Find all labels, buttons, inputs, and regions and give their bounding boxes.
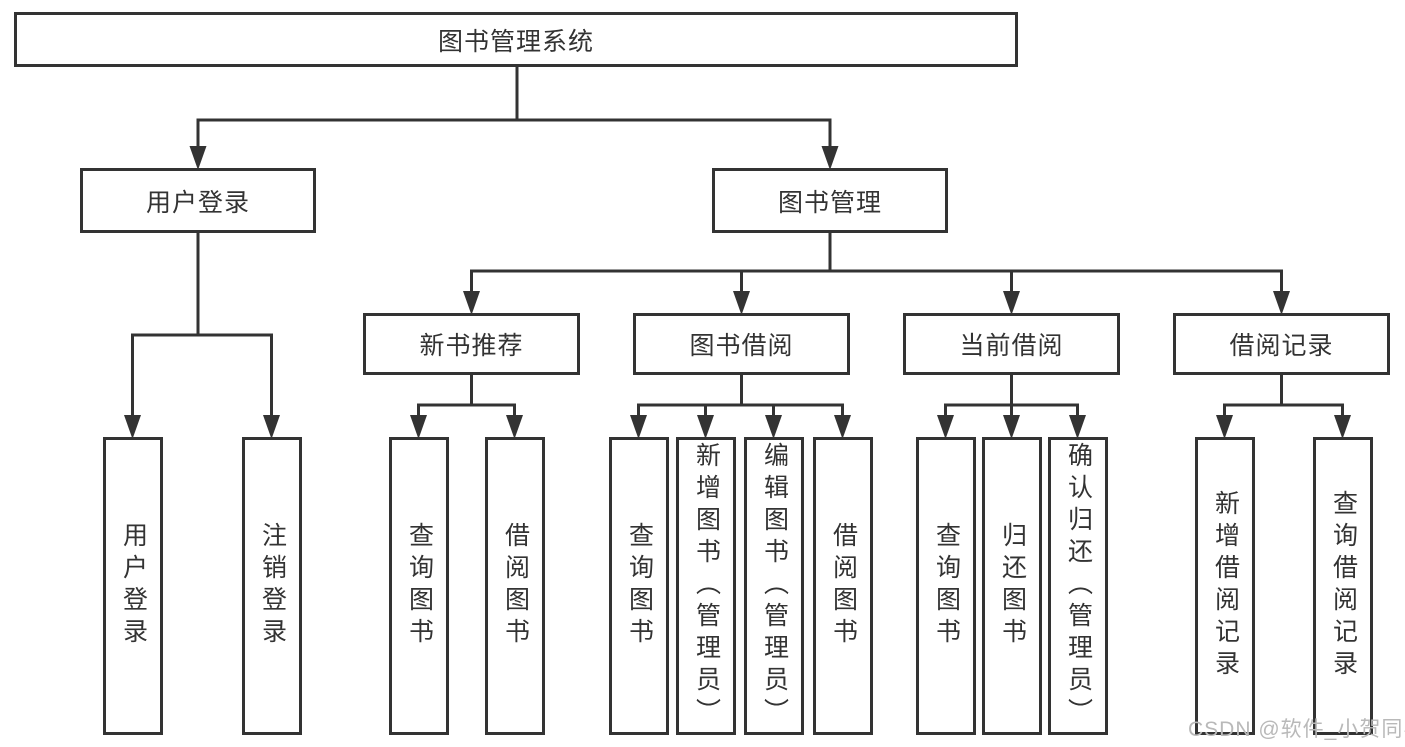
leaf-query-borrow-record-label: 查询借阅记录: [1329, 490, 1358, 682]
arrowhead-l3-1: [463, 291, 480, 315]
node-borrow-records: 借阅记录: [1173, 313, 1390, 375]
leaf-edit-books-admin-label: 编辑图书（管理员）: [760, 442, 789, 730]
arrowhead-g3c4: [834, 415, 851, 439]
arrowhead-l3-2: [733, 291, 750, 315]
arrowhead-leaf-login: [124, 415, 141, 439]
node-user-login: 用户登录: [80, 168, 316, 233]
leaf-query-books-current: 查询图书: [916, 437, 976, 735]
leaf-query-borrow-record: 查询借阅记录: [1313, 437, 1373, 735]
arrowhead-g5c1: [1216, 415, 1233, 439]
leaf-query-books-recommend-label: 查询图书: [405, 522, 434, 650]
arrowhead-g3c2: [697, 415, 714, 439]
leaf-add-books-admin: 新增图书（管理员）: [676, 437, 736, 735]
csdn-watermark: CSDN @软件_小贺同学: [1188, 718, 1405, 741]
arrowhead-g5c2: [1334, 415, 1351, 439]
leaf-logout-label: 注销登录: [258, 522, 287, 650]
arrowhead-g3c1: [630, 415, 647, 439]
leaf-borrow-books-recommend: 借阅图书: [485, 437, 545, 735]
arrowhead-l3-3: [1003, 291, 1020, 315]
leaf-logout: 注销登录: [242, 437, 302, 735]
leaf-edit-books-admin: 编辑图书（管理员）: [744, 437, 804, 735]
arrowhead-leaf-logout: [263, 415, 280, 439]
arrowhead-g3c3: [765, 415, 782, 439]
leaf-query-books-borrow-label: 查询图书: [625, 522, 654, 650]
leaf-borrow-books-recommend-label: 借阅图书: [501, 522, 530, 650]
arrowhead-user-login: [189, 146, 207, 170]
leaf-add-books-admin-label: 新增图书（管理员）: [692, 442, 721, 730]
leaf-confirm-return-admin: 确认归还（管理员）: [1048, 437, 1108, 735]
leaf-query-books-borrow: 查询图书: [609, 437, 669, 735]
node-book-borrow: 图书借阅: [633, 313, 850, 375]
arrowhead-g2c2: [506, 415, 523, 439]
leaf-add-borrow-record: 新增借阅记录: [1195, 437, 1255, 735]
leaf-user-login: 用户登录: [103, 437, 163, 735]
arrowhead-g2c1: [410, 415, 427, 439]
arrowhead-book-mgmt: [821, 146, 839, 170]
node-book-management: 图书管理: [712, 168, 948, 233]
arrowhead-g4c1: [937, 415, 954, 439]
leaf-borrow-books-label: 借阅图书: [829, 522, 858, 650]
leaf-return-books: 归还图书: [982, 437, 1042, 735]
arrowhead-l3-4: [1273, 291, 1290, 315]
leaf-confirm-return-admin-label: 确认归还（管理员）: [1064, 442, 1093, 730]
node-new-book-recommend: 新书推荐: [363, 313, 580, 375]
leaf-query-books-current-label: 查询图书: [932, 522, 961, 650]
leaf-borrow-books: 借阅图书: [813, 437, 873, 735]
leaf-query-books-recommend: 查询图书: [389, 437, 449, 735]
leaf-add-borrow-record-label: 新增借阅记录: [1211, 490, 1240, 682]
arrowhead-g4c3: [1069, 415, 1086, 439]
arrowhead-g4c2: [1003, 415, 1020, 439]
leaf-return-books-label: 归还图书: [998, 522, 1027, 650]
node-current-borrow: 当前借阅: [903, 313, 1120, 375]
leaf-user-login-label: 用户登录: [119, 522, 148, 650]
node-library-system: 图书管理系统: [14, 12, 1018, 67]
